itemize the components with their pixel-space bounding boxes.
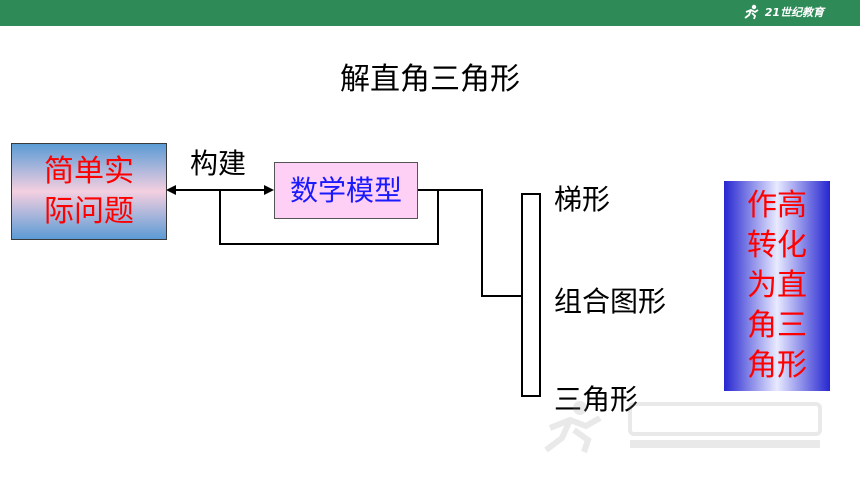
- method-text: 作高转化为直角三角形: [747, 188, 807, 383]
- arrow-head-left: [166, 185, 176, 195]
- simple-problem-box: 简单实际问题: [11, 143, 167, 240]
- brand-logo: 21世纪教育: [743, 2, 824, 22]
- feedback-loop: [219, 190, 439, 245]
- math-model-box: 数学模型: [274, 162, 418, 219]
- branch-connector: [416, 189, 522, 297]
- branch-trapezoid: 梯形: [554, 183, 611, 216]
- runner-icon: [744, 4, 759, 20]
- build-label: 构建: [190, 147, 247, 180]
- branch-composite: 组合图形: [554, 285, 667, 318]
- arrow-head-right: [264, 185, 274, 195]
- simple-problem-text: 简单实际问题: [44, 153, 134, 229]
- logo-text: 21世纪教育: [764, 6, 824, 19]
- watermark-runner-icon: [544, 401, 822, 453]
- branch-triangle: 三角形: [554, 383, 639, 416]
- watermark-logo: [540, 394, 840, 454]
- top-bar: 21世纪教育: [0, 0, 860, 26]
- bracket: [521, 193, 541, 397]
- method-box: 作高转化为直角三角形: [724, 181, 830, 391]
- page-title: 解直角三角形: [340, 62, 520, 97]
